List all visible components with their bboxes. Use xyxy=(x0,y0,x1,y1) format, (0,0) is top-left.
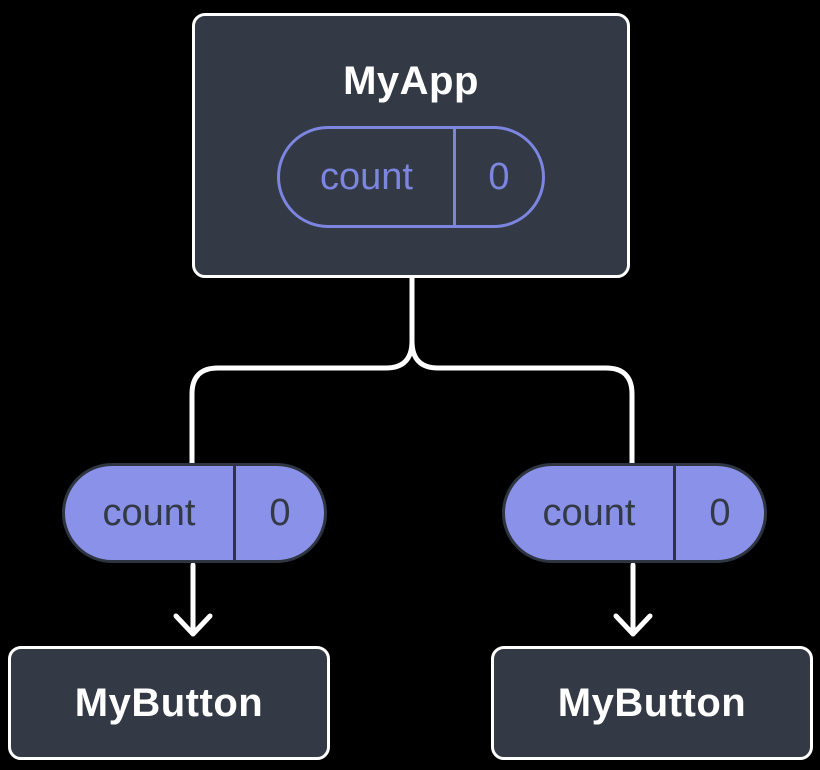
arrow-down-icon xyxy=(173,613,213,637)
mybutton-node: MyButton xyxy=(8,646,330,760)
prop-pill-label: count xyxy=(542,492,636,534)
prop-pill: count 0 xyxy=(62,463,327,563)
tree-branch-right-line xyxy=(409,274,635,466)
prop-pill-value: 0 xyxy=(673,466,764,560)
prop-pill-value: 0 xyxy=(233,466,324,560)
mybutton-node-title: MyButton xyxy=(74,681,264,725)
mybutton-node: MyButton xyxy=(491,646,813,760)
state-pill: count 0 xyxy=(277,126,545,228)
state-pill-value: 0 xyxy=(453,129,542,225)
prop-pill-label: count xyxy=(102,492,196,534)
prop-pill: count 0 xyxy=(502,463,767,563)
mybutton-node-title: MyButton xyxy=(557,681,747,725)
state-pill-label: count xyxy=(320,156,413,198)
tree-branch-left-line xyxy=(189,274,415,466)
arrow-down-icon xyxy=(613,613,653,637)
myapp-node: MyApp count 0 xyxy=(192,13,630,278)
myapp-node-title: MyApp xyxy=(343,59,479,103)
